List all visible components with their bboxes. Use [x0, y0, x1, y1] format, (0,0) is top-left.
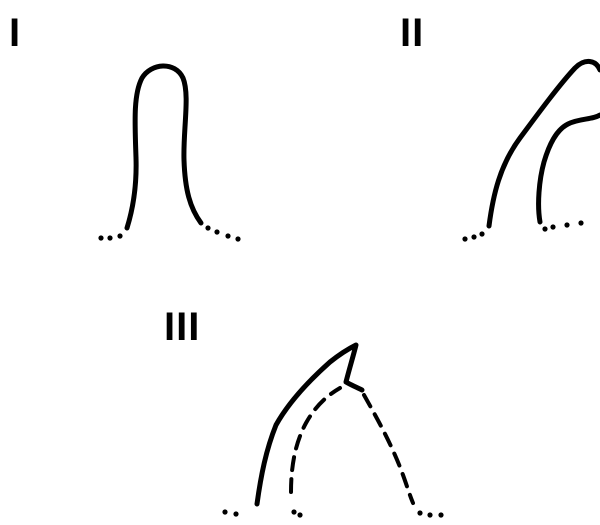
figure-1-dot [205, 225, 210, 230]
figure-1-dot [117, 233, 122, 238]
figure-3-dot [291, 509, 296, 514]
figure-1-dot [107, 235, 112, 240]
figure-1-dot [235, 236, 240, 241]
figure-1-dot [214, 229, 219, 234]
figure-2-outer-outline [489, 61, 600, 226]
figure-2-dot [471, 234, 476, 239]
figure-2-dot [564, 222, 569, 227]
figure-1-dot [225, 233, 230, 238]
figure-3-dot [417, 510, 422, 515]
figure-3-dot [427, 512, 432, 517]
figure-3-dot [438, 512, 443, 517]
figure-2-dot [462, 236, 467, 241]
figure-3-inner-dashed-outline [291, 388, 340, 492]
figure-2-dot [578, 220, 583, 225]
figure-3-right-dashed-outline [364, 395, 413, 503]
figure-2-dot [542, 226, 547, 231]
figure-3-leaning-peak [222, 345, 443, 518]
figure-2-inner-outline [539, 115, 600, 222]
figure-3-dot [233, 511, 238, 516]
figure-1-dot [98, 235, 103, 240]
figure-3-outer-outline [257, 345, 362, 504]
figure-2-dot [479, 231, 484, 236]
figure-1-outline [127, 66, 201, 228]
figure-1-upright-loop [98, 66, 240, 242]
figure-3-dot [222, 509, 227, 514]
figure-2-dot [550, 224, 555, 229]
figure-2-bent-hook [462, 61, 600, 241]
figure-3-dot [297, 512, 302, 517]
